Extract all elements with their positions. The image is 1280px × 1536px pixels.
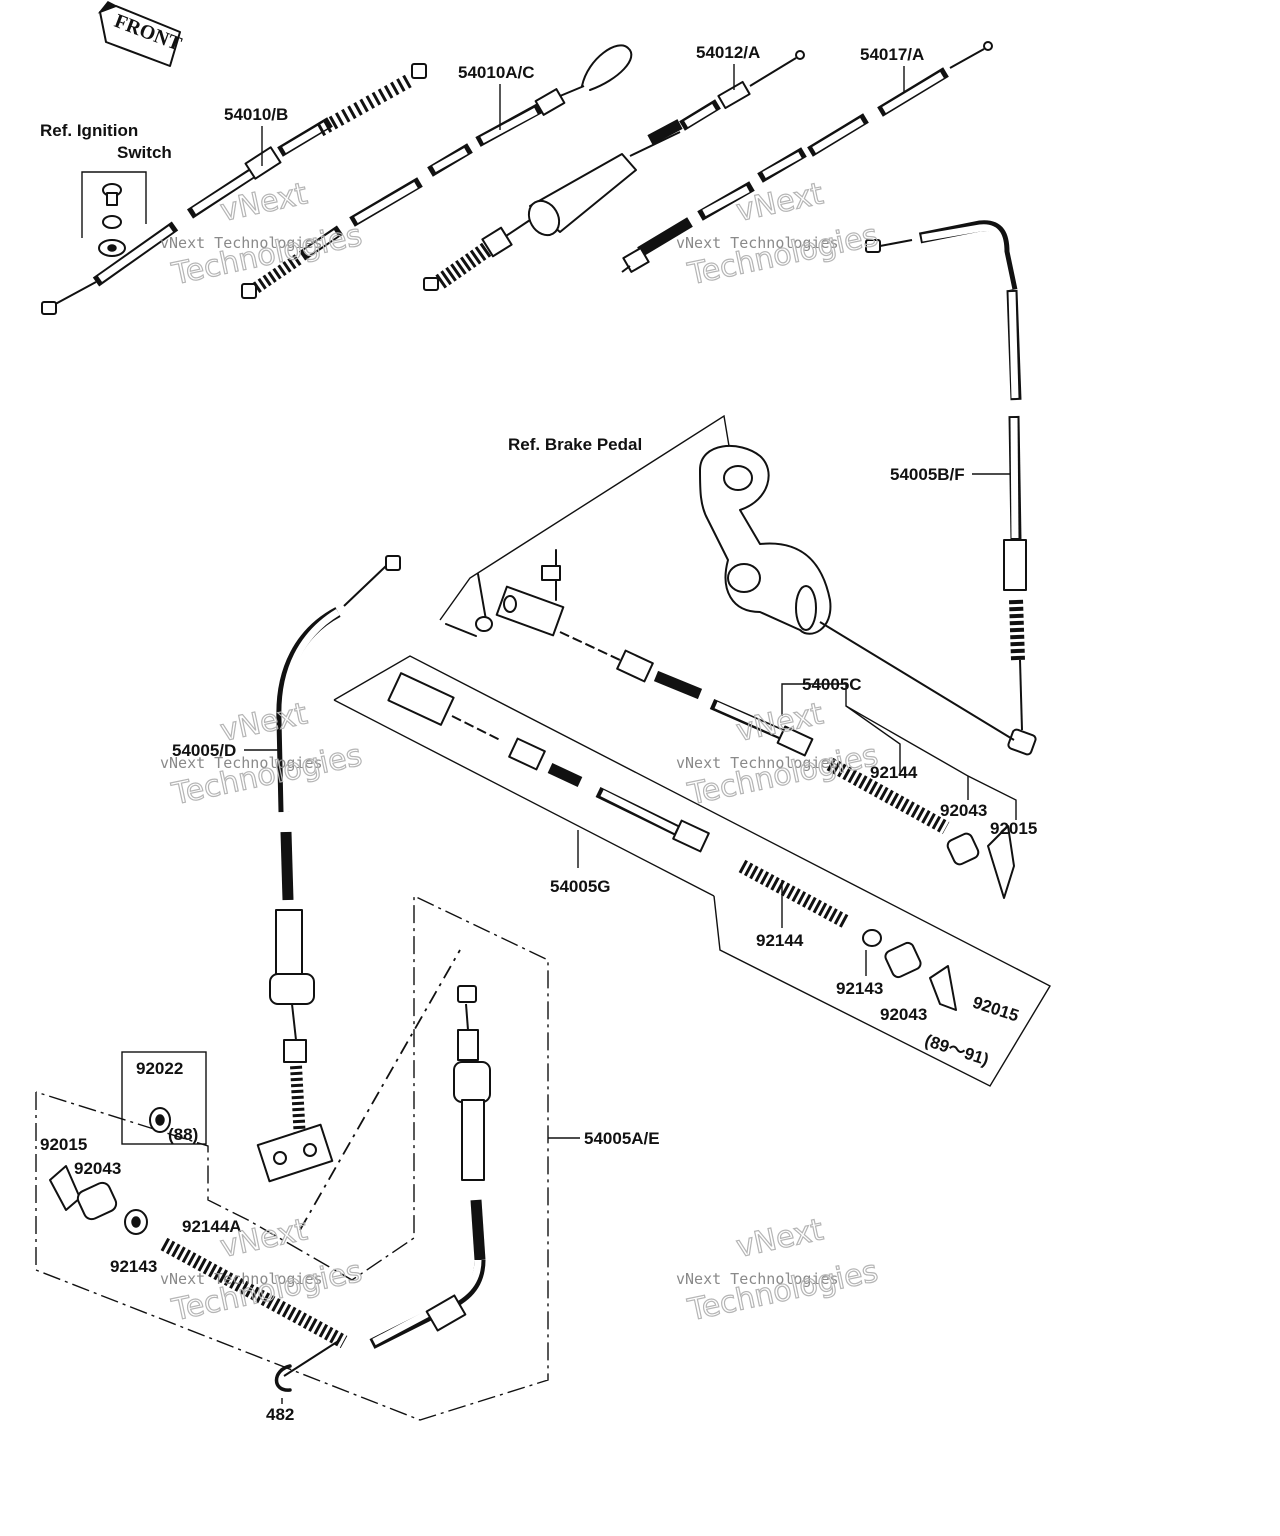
front-arrow-badge: FRONT bbox=[97, 1, 185, 67]
cable-54005bf bbox=[865, 220, 1037, 756]
label-54017a: 54017/A bbox=[860, 45, 924, 64]
svg-text:vNext Technologies: vNext Technologies bbox=[160, 234, 323, 252]
label-ref-ignition-line2: Switch bbox=[117, 143, 172, 162]
label-54005d: 54005/D bbox=[172, 741, 236, 760]
label-92144a: 92144A bbox=[182, 1217, 242, 1236]
label-92144-upper: 92144 bbox=[870, 763, 918, 782]
label-ref-ignition-line1: Ref. Ignition bbox=[40, 121, 138, 140]
lower-left-hardware bbox=[49, 1165, 148, 1235]
label-92015-upper: 92015 bbox=[990, 819, 1037, 838]
label-54010b: 54010/B bbox=[224, 105, 288, 124]
label-92043-mid: 92043 bbox=[880, 1005, 927, 1024]
label-92043-lower: 92043 bbox=[74, 1159, 121, 1178]
svg-text:vNext Technologies: vNext Technologies bbox=[160, 754, 323, 772]
label-92043-upper: 92043 bbox=[940, 801, 987, 820]
svg-text:vNext Technologies: vNext Technologies bbox=[676, 1270, 839, 1288]
svg-text:Technologies: Technologies bbox=[684, 738, 881, 813]
cable-54012a bbox=[679, 50, 807, 183]
label-54010ac: 54010A/C bbox=[458, 63, 535, 82]
label-92022: 92022 bbox=[136, 1059, 183, 1078]
watermark-6: vNext vNext Technologies Technologies bbox=[676, 1212, 882, 1329]
cable-54005ae bbox=[35, 894, 580, 1421]
svg-text:vNext: vNext bbox=[733, 1212, 826, 1265]
label-54005g: 54005G bbox=[550, 877, 611, 896]
label-ref-brake-pedal: Ref. Brake Pedal bbox=[508, 435, 642, 454]
label-year-88: (88) bbox=[168, 1125, 198, 1144]
label-92143-mid: 92143 bbox=[836, 979, 883, 998]
watermark-1: vNext vNext Technologies Technologies bbox=[160, 176, 366, 293]
watermark-2: vNext vNext Technologies Technologies bbox=[676, 176, 882, 293]
ignition-switch-ref-box bbox=[81, 171, 147, 257]
brake-pedal-assembly bbox=[439, 414, 1017, 899]
label-54012a: 54012/A bbox=[696, 43, 760, 62]
svg-text:vNext Technologies: vNext Technologies bbox=[160, 1270, 323, 1288]
svg-text:vNext: vNext bbox=[217, 696, 310, 749]
label-92143-lower: 92143 bbox=[110, 1257, 157, 1276]
cable-54017a bbox=[621, 41, 993, 273]
cable-54010ac bbox=[423, 44, 683, 291]
label-92144-mid: 92144 bbox=[756, 931, 804, 950]
svg-text:Technologies: Technologies bbox=[168, 1254, 365, 1329]
label-92015-mid: 92015 bbox=[970, 993, 1021, 1026]
cable-54010b bbox=[41, 63, 427, 315]
svg-text:Technologies: Technologies bbox=[684, 218, 881, 293]
svg-text:vNext Technologies: vNext Technologies bbox=[676, 234, 839, 252]
label-54005c: 54005C bbox=[802, 675, 862, 694]
svg-text:vNext Technologies: vNext Technologies bbox=[676, 754, 839, 772]
part-92022-box bbox=[121, 1051, 207, 1145]
label-92015-lower: 92015 bbox=[40, 1135, 87, 1154]
label-54005ae: 54005A/E bbox=[584, 1129, 660, 1148]
label-years-range: (89～91) bbox=[922, 1031, 991, 1070]
label-54005bf: 54005B/F bbox=[890, 465, 965, 484]
label-482: 482 bbox=[266, 1405, 294, 1424]
watermark-4: vNext vNext Technologies Technologies bbox=[676, 696, 882, 813]
cable-54005d bbox=[256, 555, 461, 1231]
svg-text:Technologies: Technologies bbox=[684, 1254, 881, 1329]
cable-54005g-box bbox=[333, 655, 1051, 1087]
cable-54010b-lower bbox=[241, 177, 423, 299]
